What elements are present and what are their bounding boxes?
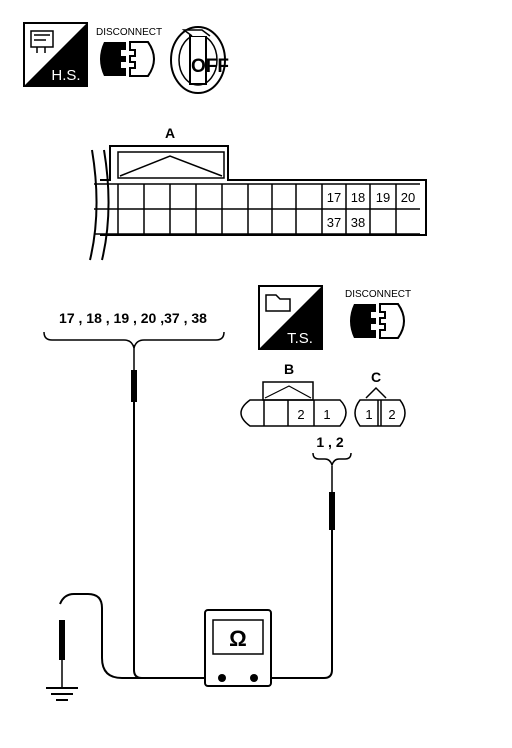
ground-lead <box>46 593 212 701</box>
probe-b-terminal-group: 1 , 2 <box>312 434 352 468</box>
connector-a-cell-dividers <box>117 184 397 234</box>
ground-symbol-icon <box>46 687 78 701</box>
hs-icon: H.S. <box>23 22 88 87</box>
key-off-label: OFF <box>191 56 229 77</box>
ts-icon: T.S. <box>258 285 323 350</box>
connector-a-label: A <box>165 125 175 141</box>
pin-a-37: 37 <box>327 215 341 230</box>
disconnect-label-top: DISCONNECT <box>96 27 162 38</box>
connector-a-pins-top: 17 18 19 20 <box>327 190 415 205</box>
pin-c-1: 1 <box>365 407 372 422</box>
ignition-key-off-icon: OFF <box>170 26 229 94</box>
disconnect-label-mid: DISCONNECT <box>345 289 411 300</box>
pin-a-19: 19 <box>376 190 390 205</box>
pin-c-2: 2 <box>388 407 395 422</box>
ts-label: T.S. <box>287 330 313 347</box>
probe-b-lead <box>262 466 335 679</box>
connector-c: C 1 2 <box>354 369 406 427</box>
ohm-symbol: Ω <box>229 626 247 651</box>
hs-label: H.S. <box>51 67 80 84</box>
probe-a-terminals: 17 , 18 , 19 , 20 ,37 , 38 <box>59 310 207 326</box>
ts-book-glyph-icon <box>265 294 291 312</box>
pin-a-18: 18 <box>351 190 365 205</box>
disconnect-connector-icon-2: DISCONNECT <box>345 289 411 339</box>
pin-a-20: 20 <box>401 190 415 205</box>
pin-b-1: 1 <box>323 407 330 422</box>
probe-b-terminals: 1 , 2 <box>316 434 343 450</box>
disconnect-connector-icon: DISCONNECT <box>96 27 162 77</box>
pin-a-38: 38 <box>351 215 365 230</box>
connector-a-pins-bottom: 37 38 <box>327 215 365 230</box>
connector-b: B 2 1 <box>240 361 347 427</box>
connector-c-label: C <box>371 369 381 385</box>
meter-terminal-right <box>250 674 258 682</box>
ohmmeter: Ω <box>204 609 272 687</box>
probe-a-lead <box>131 345 212 679</box>
pin-a-17: 17 <box>327 190 341 205</box>
meter-terminal-left <box>218 674 226 682</box>
connector-b-label: B <box>284 361 294 377</box>
hs-hand-glyph-icon <box>30 30 54 53</box>
pin-b-2: 2 <box>297 407 304 422</box>
connector-a: A 17 18 19 20 37 38 <box>89 125 427 261</box>
probe-a-terminal-group: 17 , 18 , 19 , 20 ,37 , 38 <box>43 310 225 349</box>
